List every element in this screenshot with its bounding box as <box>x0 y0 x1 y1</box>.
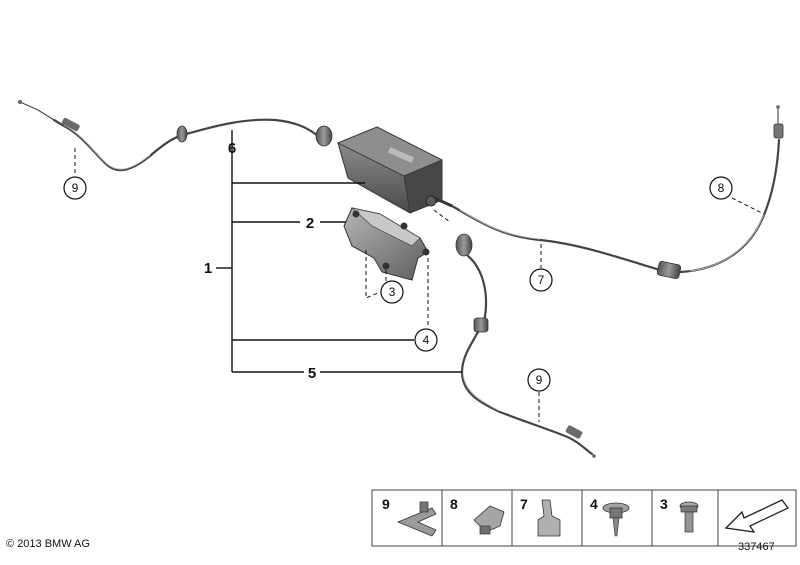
cable-7-8-right <box>450 105 784 279</box>
svg-text:9: 9 <box>72 181 79 195</box>
callout-4: 4 <box>414 328 438 352</box>
actuator-unit <box>337 126 453 214</box>
direction-arrow-icon <box>724 499 789 533</box>
svg-text:4: 4 <box>590 496 598 512</box>
svg-text:9: 9 <box>382 496 390 512</box>
svg-text:3: 3 <box>660 496 668 512</box>
svg-text:9: 9 <box>536 373 543 387</box>
svg-text:8: 8 <box>450 496 458 512</box>
svg-text:8: 8 <box>718 181 725 195</box>
clip-holder-icon <box>396 501 437 537</box>
callout-9-lower: 9 <box>527 368 551 392</box>
svg-text:7: 7 <box>520 496 528 512</box>
callout-1: 1 <box>204 260 212 277</box>
svg-text:2: 2 <box>306 215 314 232</box>
svg-text:1: 1 <box>204 260 212 277</box>
key-cell-3: 3 <box>660 496 699 533</box>
callout-8: 8 <box>709 176 733 200</box>
svg-text:5: 5 <box>308 365 316 382</box>
key-cell-7: 7 <box>520 496 561 537</box>
callout-2: 2 <box>306 215 314 232</box>
parts-key: 9 8 7 4 <box>371 489 797 547</box>
spring-clip-icon <box>537 499 561 537</box>
leader-lines <box>74 130 765 422</box>
svg-text:7: 7 <box>538 273 545 287</box>
diagram-reference-number: 337467 <box>738 541 775 553</box>
svg-text:4: 4 <box>423 333 430 347</box>
cable-clip-icon <box>473 505 505 535</box>
bracket <box>343 207 430 281</box>
cable-5-lower <box>455 233 596 458</box>
copyright-text: © 2013 BMW AG <box>6 538 90 550</box>
nut-with-washer-icon <box>602 502 630 537</box>
callout-9-left: 9 <box>63 176 87 200</box>
key-cell-4: 4 <box>590 496 630 537</box>
bolt-icon <box>679 501 699 533</box>
callout-7: 7 <box>529 268 553 292</box>
key-cell-9: 9 <box>382 496 437 537</box>
svg-text:3: 3 <box>389 285 396 299</box>
callout-6: 6 <box>228 140 236 157</box>
callout-5: 5 <box>308 365 316 382</box>
cable-6-left <box>18 100 333 172</box>
svg-text:6: 6 <box>228 140 236 157</box>
key-cell-8: 8 <box>450 496 505 535</box>
callout-3: 3 <box>380 280 404 304</box>
